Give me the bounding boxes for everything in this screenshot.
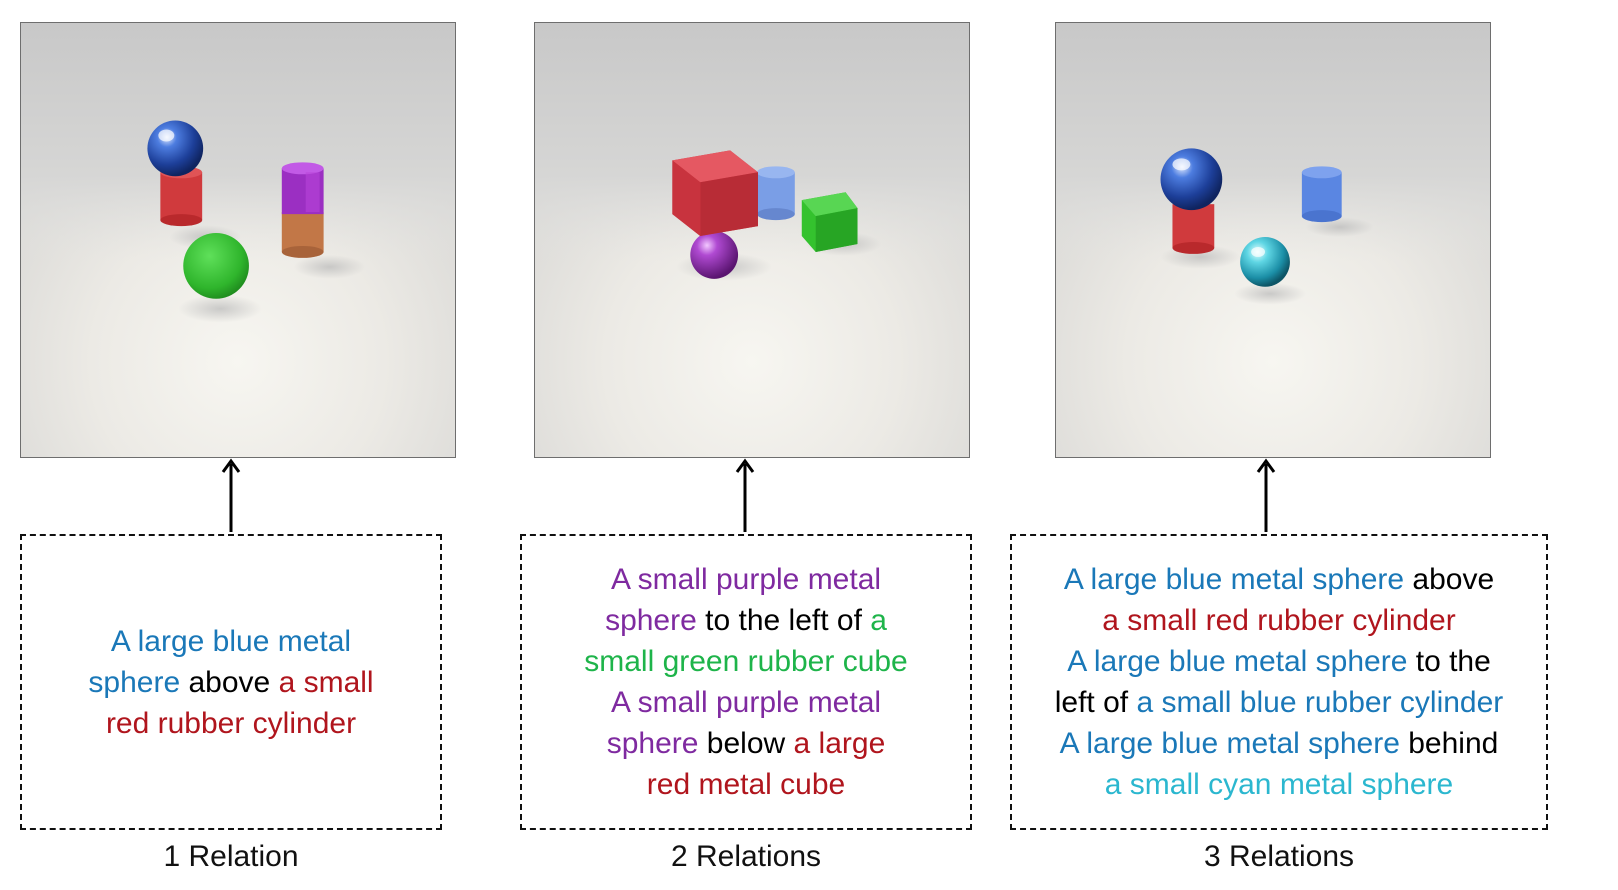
caption-segment: to the bbox=[1407, 645, 1491, 678]
scene-render-2 bbox=[535, 23, 969, 457]
caption-segment: A small purple metal bbox=[610, 563, 882, 596]
arrow-up-icon bbox=[221, 458, 241, 534]
caption-line: A large blue metal sphere above bbox=[1064, 559, 1494, 600]
caption-segment: A large blue metal sphere bbox=[1059, 727, 1400, 760]
caption-segment: A large blue metal bbox=[110, 624, 352, 658]
caption-line: a small red rubber cylinder bbox=[1102, 600, 1455, 641]
caption-segment: a small blue rubber cylinder bbox=[1136, 686, 1504, 719]
arrow-up-icon bbox=[1256, 458, 1276, 534]
caption-line: A small purple metal bbox=[611, 559, 881, 600]
caption-line: left of a small blue rubber cylinder bbox=[1055, 682, 1504, 723]
caption-segment: A large blue metal sphere bbox=[1063, 563, 1405, 596]
caption-segment: sphere bbox=[605, 604, 697, 637]
caption-segment: red metal cube bbox=[646, 768, 846, 801]
scene-image-1 bbox=[20, 22, 456, 458]
caption-segment: a bbox=[870, 604, 887, 637]
caption-segment: a large bbox=[793, 727, 886, 760]
caption-line: A small purple metal bbox=[611, 682, 881, 723]
panel-label-1: 1 Relation bbox=[163, 840, 299, 873]
caption-segment: a small cyan metal sphere bbox=[1104, 768, 1454, 801]
caption-line: A large blue metal bbox=[111, 621, 351, 662]
caption-segment: left of bbox=[1054, 686, 1137, 719]
caption-segment: behind bbox=[1399, 727, 1499, 760]
caption-line: A large blue metal sphere behind bbox=[1060, 723, 1499, 764]
caption-segment: above bbox=[180, 665, 279, 699]
caption-segment: sphere bbox=[606, 727, 699, 760]
caption-line: A large blue metal sphere to the bbox=[1067, 641, 1491, 682]
caption-segment: A large blue metal sphere bbox=[1067, 645, 1408, 678]
panel-label-3: 3 Relations bbox=[1203, 840, 1355, 873]
caption-segment: red rubber cylinder bbox=[105, 706, 357, 740]
caption-line: sphere to the left of a bbox=[605, 600, 887, 641]
caption-segment: below bbox=[698, 727, 794, 760]
arrow-up-icon bbox=[735, 458, 755, 534]
scene-render-1 bbox=[21, 23, 455, 457]
caption-line: sphere above a small bbox=[88, 662, 373, 703]
caption-segment: small green rubber cube bbox=[584, 645, 908, 678]
scene-image-3 bbox=[1055, 22, 1491, 458]
panel-label-2: 2 Relations bbox=[670, 840, 822, 873]
caption-line: red metal cube bbox=[647, 764, 845, 805]
caption-segment: to the left of bbox=[696, 604, 871, 637]
scene-render-3 bbox=[1056, 23, 1490, 457]
caption-segment: above bbox=[1404, 563, 1495, 596]
caption-line: red rubber cylinder bbox=[106, 703, 356, 744]
caption-segment: sphere bbox=[88, 665, 181, 699]
caption-segment: a small red rubber cylinder bbox=[1102, 604, 1456, 637]
caption-box-3: A large blue metal sphere above a small r… bbox=[1010, 534, 1548, 830]
caption-segment: A small purple metal bbox=[610, 686, 882, 719]
caption-line: a small cyan metal sphere bbox=[1105, 764, 1454, 805]
caption-box-2: A small purple metal sphere to the left o… bbox=[520, 534, 972, 830]
scene-image-2 bbox=[534, 22, 970, 458]
caption-segment: a small bbox=[278, 665, 374, 699]
caption-line: small green rubber cube bbox=[584, 641, 908, 682]
caption-line: sphere below a large bbox=[607, 723, 886, 764]
